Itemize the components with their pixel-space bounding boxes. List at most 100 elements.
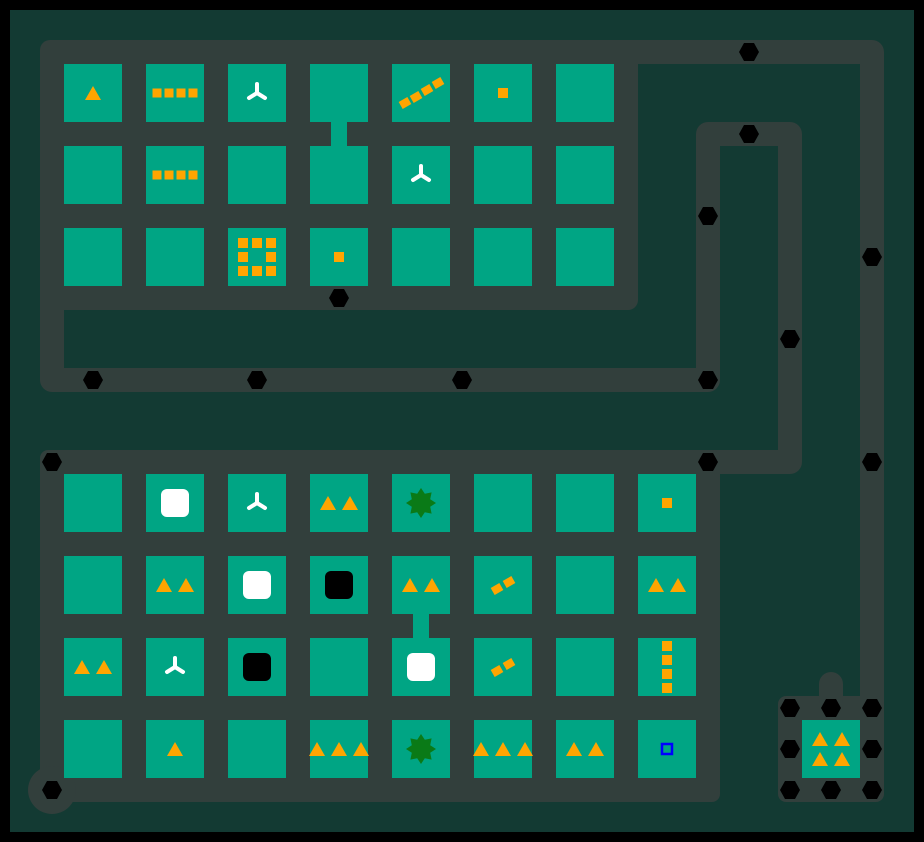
triangle-item	[96, 660, 112, 674]
room-tile	[556, 720, 614, 778]
room-tile	[310, 64, 368, 122]
door-hexagon	[698, 453, 718, 471]
square-item	[164, 170, 174, 180]
room-tile	[64, 720, 122, 778]
room-tile	[556, 638, 614, 696]
triangle-item	[74, 660, 90, 674]
square-item	[398, 97, 412, 109]
triangle-item	[331, 742, 347, 756]
room-tile	[638, 720, 696, 778]
square-item	[490, 583, 504, 595]
tile-connector	[413, 610, 429, 642]
door-hexagon	[862, 781, 882, 799]
square-item	[252, 266, 262, 276]
room-tile	[392, 64, 450, 122]
room-tile	[474, 556, 532, 614]
triangle-item	[167, 742, 183, 756]
triangle-item	[670, 578, 686, 592]
door-hexagon	[780, 740, 800, 758]
square-item	[176, 88, 186, 98]
room-tile	[228, 146, 286, 204]
door-hexagon	[452, 371, 472, 389]
room-tile	[310, 474, 368, 532]
room-tile	[146, 556, 204, 614]
triangle-item	[402, 578, 418, 592]
square-item	[334, 252, 344, 262]
triangle-item	[85, 86, 101, 100]
triangle-item	[309, 742, 325, 756]
door-hexagon	[780, 781, 800, 799]
room-tile	[310, 146, 368, 204]
room-tile	[556, 64, 614, 122]
black-block-item	[243, 653, 271, 681]
square-item	[152, 170, 162, 180]
square-item	[662, 669, 672, 679]
square-item	[266, 252, 276, 262]
triangle-item	[178, 578, 194, 592]
room-tile	[392, 556, 450, 614]
room-tile	[64, 146, 122, 204]
square-item	[502, 658, 516, 670]
square-item	[502, 576, 516, 588]
door-hexagon	[83, 371, 103, 389]
room-tile	[228, 228, 286, 286]
doors	[42, 43, 882, 799]
triangle-item	[834, 732, 850, 746]
square-item	[238, 238, 248, 248]
room-tile	[64, 228, 122, 286]
room-tile	[556, 228, 614, 286]
side-room-tile	[802, 720, 860, 778]
black-block-item	[325, 571, 353, 599]
square-item	[662, 683, 672, 693]
door-hexagon	[862, 740, 882, 758]
room-tile	[228, 720, 286, 778]
door-hexagon	[862, 699, 882, 717]
room-tile	[146, 228, 204, 286]
spinner-item	[247, 492, 267, 510]
square-item	[188, 170, 198, 180]
door-hexagon	[821, 699, 841, 717]
square-item	[152, 88, 162, 98]
green-star-item	[406, 488, 436, 518]
spinner-arm	[247, 501, 259, 510]
room-tile	[474, 228, 532, 286]
room-tile	[556, 146, 614, 204]
square-item	[266, 238, 276, 248]
room-tile	[556, 556, 614, 614]
square-item	[490, 665, 504, 677]
room-tile	[64, 638, 122, 696]
room-tile	[474, 638, 532, 696]
door-hexagon	[780, 330, 800, 348]
door-hexagon	[862, 248, 882, 266]
triangle-item	[517, 742, 533, 756]
square-item	[662, 498, 672, 508]
room-tile	[392, 228, 450, 286]
door-hexagon	[247, 371, 267, 389]
spinner-arm	[165, 665, 177, 674]
agent-marker	[660, 742, 674, 756]
corridor-right-outer	[626, 40, 884, 708]
door-hexagon	[698, 371, 718, 389]
corridor-bottom-block	[40, 450, 720, 802]
square-item	[420, 84, 434, 96]
door-hexagon	[862, 453, 882, 471]
triangle-item	[812, 732, 828, 746]
triangle-item	[424, 578, 440, 592]
spinner-item	[411, 164, 431, 182]
square-item	[164, 88, 174, 98]
door-hexagon	[821, 781, 841, 799]
square-item	[662, 641, 672, 651]
door-hexagon	[780, 699, 800, 717]
door-hexagon	[42, 781, 62, 799]
square-item	[188, 88, 198, 98]
triangle-item	[495, 742, 511, 756]
room-tile	[64, 556, 122, 614]
square-item	[409, 91, 423, 103]
triangle-item	[156, 578, 172, 592]
room-tile	[64, 474, 122, 532]
corridor-loop	[40, 122, 802, 474]
square-item	[498, 88, 508, 98]
spinner-item	[165, 656, 185, 674]
room-tile	[638, 556, 696, 614]
